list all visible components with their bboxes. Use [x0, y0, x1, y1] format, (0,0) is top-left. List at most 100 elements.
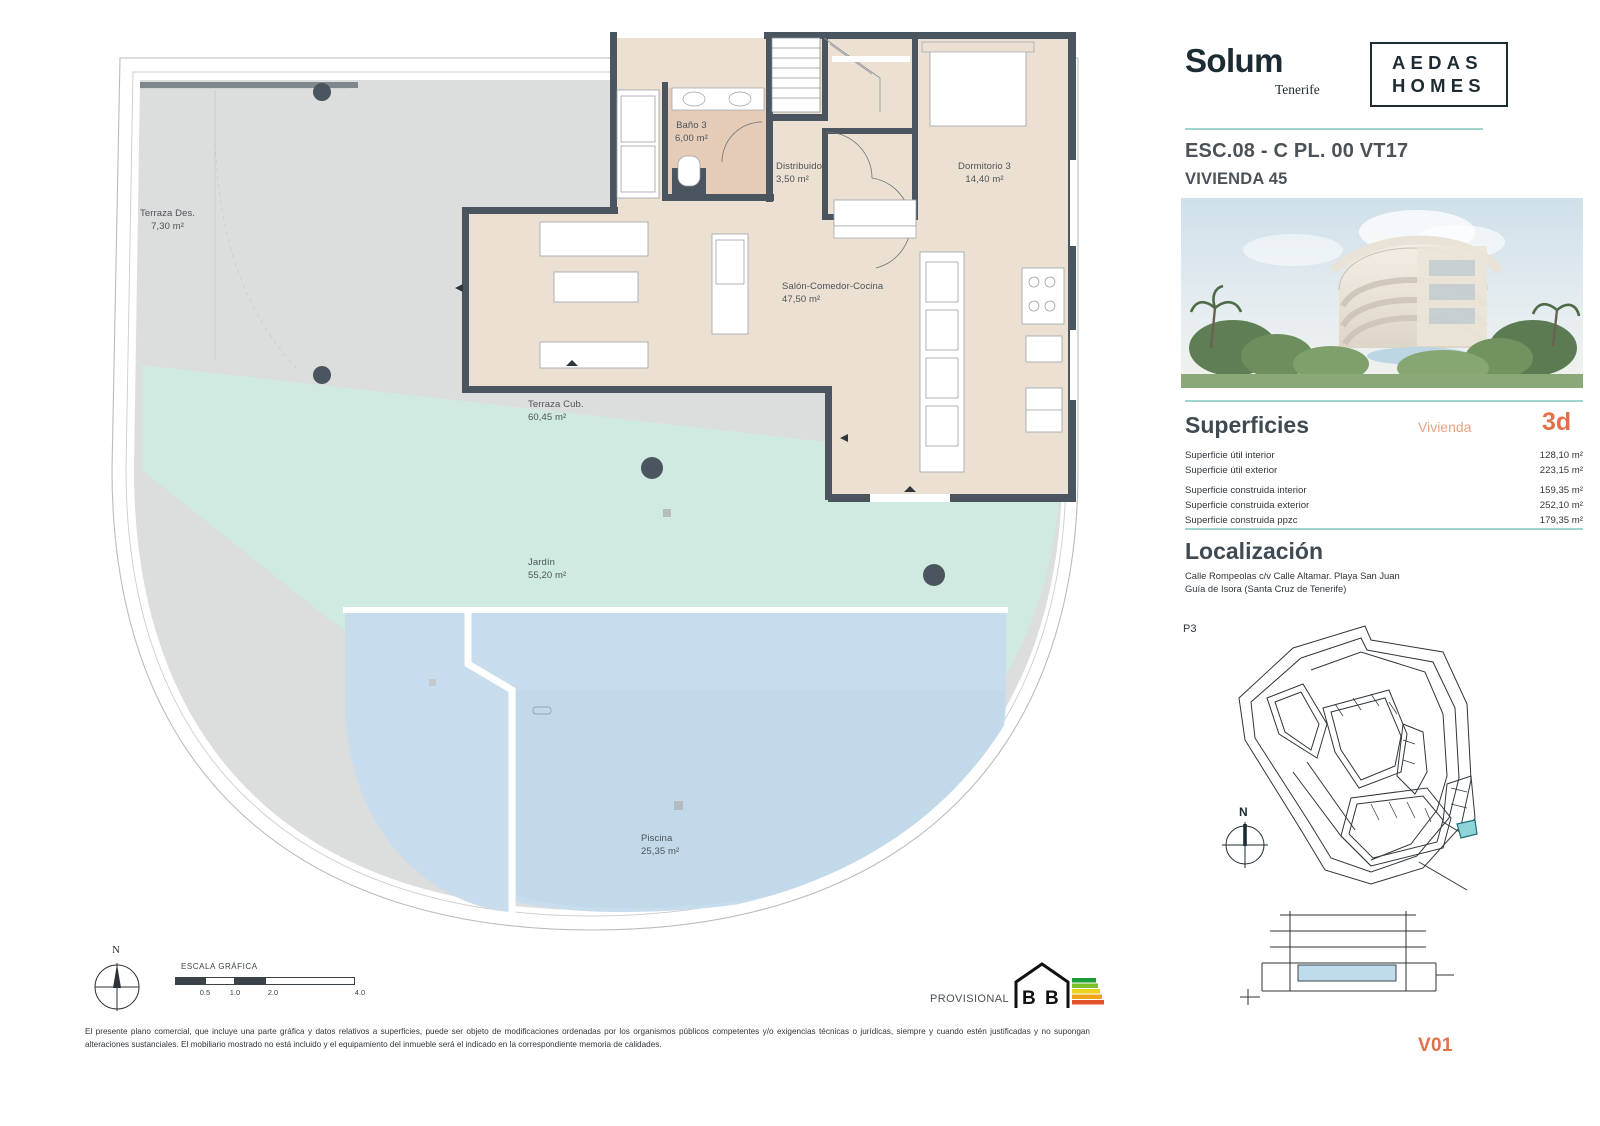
superficies-label: Superficie útil interior — [1185, 450, 1275, 461]
superficies-heading: Superficies — [1185, 412, 1309, 438]
dwelling-number: VIVIENDA 45 — [1185, 170, 1288, 188]
scale-tick: 1.0 — [229, 988, 241, 997]
superficies-label: Superficie construida ppzc — [1185, 515, 1298, 526]
room-name: Distribuidor — [776, 161, 826, 172]
north-compass-icon: N — [88, 944, 146, 1016]
bedroom-furniture — [833, 41, 1035, 239]
compass-graphic — [94, 963, 140, 1011]
energy-rating-icon: B B — [1012, 960, 1104, 1012]
plot-boundary-inner — [125, 71, 1067, 917]
room-name: Baño 3 — [676, 120, 707, 131]
provisional-stamp: PROVISIONAL — [930, 993, 1009, 1005]
windows — [832, 56, 1076, 502]
room-area: 7,30 m² — [151, 220, 184, 232]
room-label-bano-3: Baño 3 6,00 m² — [675, 120, 708, 146]
room-area: 6,00 m² — [675, 132, 708, 144]
compass-north-label: N — [112, 944, 120, 956]
aedas-homes-logo: AEDAS HOMES — [1370, 42, 1508, 108]
superficies-label: Superficie útil exterior — [1185, 465, 1278, 476]
plot-boundary — [111, 57, 1079, 931]
localizacion-heading: Localización — [1185, 538, 1324, 564]
legal-disclaimer: El presente plano comercial, que incluye… — [85, 1027, 1090, 1049]
superficies-label: Superficie construida interior — [1185, 485, 1307, 496]
room-name: Dormitorio 3 — [958, 161, 1011, 172]
address-line-1: Calle Rompeolas c/v Calle Altamar. Playa… — [1185, 570, 1400, 581]
pool-deck-left — [345, 612, 510, 912]
bathroom-fixtures — [671, 87, 765, 194]
landscape-elements — [429, 457, 945, 810]
superficies-table: Superficie útil interior 128,10 m² Super… — [1185, 450, 1583, 530]
staircase — [771, 37, 881, 113]
superficies-label: Superficie construida exterior — [1185, 500, 1310, 511]
living-furniture — [539, 221, 749, 369]
kitchen-furniture — [919, 251, 1065, 473]
info-panel: Solum Tenerife AEDAS HOMES ESC.08 - C PL… — [1165, 0, 1600, 1126]
scale-tick: 2.0 — [267, 988, 279, 997]
unit-reference-code: ESC.08 - C PL. 00 VT17 — [1185, 140, 1409, 162]
room-label-distribuidor: Distribuidor 3,50 m² — [776, 161, 825, 187]
scale-tick: 4.0 — [354, 988, 366, 997]
room-area: 60,45 m² — [528, 411, 567, 423]
divider-superficies — [1185, 400, 1583, 402]
room-label-dormitorio-3: Dormitorio 3 14,40 m² — [958, 161, 1011, 187]
site-compass-north-label: N — [1239, 805, 1248, 819]
room-name: Terraza Cub. — [528, 399, 584, 410]
divider-top — [1185, 128, 1483, 130]
superficies-row: Superficie construida exterior 252,10 m² — [1185, 500, 1583, 515]
address-line-2: Guía de Isora (Santa Cruz de Tenerife) — [1185, 583, 1347, 595]
superficies-value: 179,35 m² — [1539, 515, 1583, 526]
scale-title: ESCALA GRÁFICA — [181, 962, 258, 971]
scale-and-compass-row: N ESCALA GRÁFICA 0.5 1.0 2.0 — [0, 940, 1165, 1015]
building-render-image — [1181, 198, 1583, 388]
localizacion-address: Calle Rompeolas c/v Calle Altamar. Playa… — [1185, 569, 1515, 596]
aedas-line-1: AEDAS — [1392, 52, 1483, 73]
walls — [462, 32, 1076, 502]
room-area: 55,20 m² — [528, 569, 567, 581]
superficies-bedroom-badge: 3d — [1542, 408, 1572, 436]
svg-text:B: B — [1022, 988, 1036, 1009]
pool-water — [516, 690, 1004, 908]
room-label-salon-comedor-cocina: Salón-Comedor-Cocina 47,50 m² — [782, 281, 883, 307]
site-plan-diagram — [1175, 612, 1595, 897]
graphic-scale-bar: ESCALA GRÁFICA 0.5 1.0 2.0 4.0 — [175, 962, 375, 997]
site-plan-level-label: P3 — [1183, 623, 1197, 635]
superficies-value: 252,10 m² — [1539, 500, 1583, 511]
sheet-number: V01 — [1418, 1035, 1453, 1056]
building-section-diagram — [1240, 905, 1530, 1010]
highlighted-unit — [1456, 819, 1478, 839]
pergola-beam — [140, 82, 358, 384]
room-name: Terraza Des. — [140, 208, 196, 219]
superficies-row: Superficie útil interior 128,10 m² — [1185, 450, 1583, 465]
room-name: Salón-Comedor-Cocina — [782, 281, 884, 292]
room-area: 25,35 m² — [641, 845, 680, 857]
room-area: 47,50 m² — [782, 293, 821, 305]
room-label-piscina: Piscina 25,35 m² — [641, 833, 679, 859]
room-label-terraza-cub: Terraza Cub. 60,45 m² — [528, 399, 584, 425]
brand-header: Solum Tenerife AEDAS HOMES — [1185, 42, 1585, 112]
solum-logo-text: Solum — [1185, 42, 1283, 79]
room-area: 14,40 m² — [965, 173, 1004, 185]
superficies-row: Superficie construida ppzc 179,35 m² — [1185, 515, 1583, 530]
superficies-value: 159,35 m² — [1539, 485, 1583, 496]
solum-location-text: Tenerife — [1275, 82, 1320, 97]
superficies-row: Superficie útil exterior 223,15 m² — [1185, 465, 1583, 480]
interior-partitions — [616, 89, 660, 199]
site-north-compass-icon: N — [1220, 805, 1270, 870]
room-name: Jardín — [528, 557, 556, 568]
superficies-type-label: Vivienda — [1418, 419, 1472, 435]
svg-text:B: B — [1045, 988, 1059, 1009]
superficies-value: 128,10 m² — [1539, 450, 1583, 461]
scale-bar: 0.5 1.0 2.0 4.0 — [175, 977, 375, 997]
floor-plan-drawing: Terraza Des. 7,30 m² Baño 3 6,00 m² Dist… — [0, 32, 1165, 1049]
room-label-jardin: Jardín 55,20 m² — [528, 557, 566, 583]
aedas-line-2: HOMES — [1392, 74, 1486, 96]
superficies-value: 223,15 m² — [1539, 465, 1583, 476]
superficies-row: Superficie construida interior 159,35 m² — [1185, 485, 1583, 500]
scale-tick: 0.5 — [199, 988, 211, 997]
room-label-terraza-des: Terraza Des. 7,30 m² — [140, 208, 195, 234]
room-name: Piscina — [641, 833, 673, 844]
divider-localizacion — [1185, 528, 1583, 530]
plan-vector-graphic — [111, 32, 1079, 931]
room-area: 3,50 m² — [776, 173, 809, 185]
